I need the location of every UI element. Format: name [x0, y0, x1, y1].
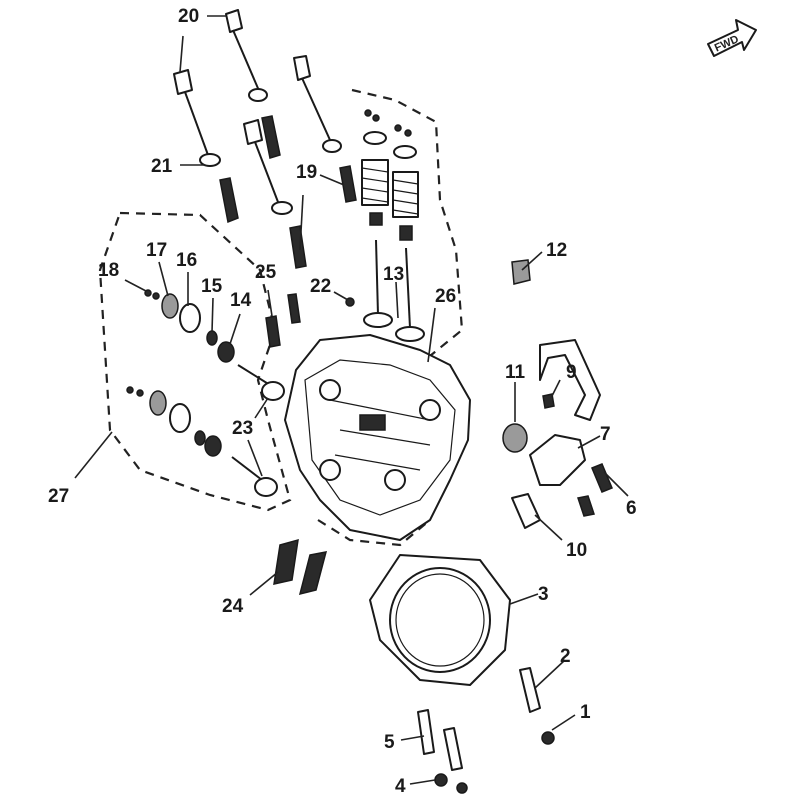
camshaft-parts — [126, 289, 355, 497]
callout-14: 14 — [230, 290, 252, 311]
leader-lines — [74, 15, 629, 785]
callout-25: 25 — [255, 262, 277, 283]
callout-24: 24 — [222, 596, 244, 617]
callout-20: 20 — [178, 6, 199, 27]
callout-4: 4 — [395, 776, 406, 797]
callout-13: 13 — [383, 264, 404, 285]
callout-21: 21 — [151, 156, 173, 177]
fwd-arrow-icon: FWD — [707, 19, 757, 57]
right-side-parts — [502, 259, 613, 529]
callout-9: 9 — [566, 362, 577, 383]
callout-19: 19 — [296, 162, 317, 183]
callout-1: 1 — [580, 702, 591, 723]
studs-and-nuts — [417, 667, 555, 794]
cylinder-head — [284, 334, 471, 541]
callout-17: 17 — [146, 240, 167, 261]
head-dashed-link — [317, 519, 431, 547]
callout-15: 15 — [201, 276, 223, 297]
callout-27: 27 — [48, 486, 69, 507]
cylinder-head-gasket — [369, 554, 511, 686]
callout-18: 18 — [98, 260, 119, 281]
callout-22: 22 — [310, 276, 331, 297]
head-bolts — [173, 9, 357, 269]
callout-11: 11 — [505, 362, 526, 383]
callout-16: 16 — [176, 250, 197, 271]
callout-6: 6 — [626, 498, 637, 519]
callout-10: 10 — [566, 540, 587, 561]
callout-23: 23 — [232, 418, 253, 439]
callout-5: 5 — [384, 732, 395, 753]
callout-2: 2 — [560, 646, 571, 667]
valve-assembly-outline — [351, 88, 464, 361]
callout-3: 3 — [538, 584, 549, 605]
camshaft-group-outline — [98, 211, 292, 512]
callout-7: 7 — [600, 424, 611, 445]
dowel-pins — [273, 538, 328, 596]
callout-26: 26 — [435, 286, 456, 307]
valve-train-parts — [361, 109, 425, 342]
callout-labels: 1 2 3 4 5 6 7 9 10 11 12 13 14 15 16 17 … — [48, 6, 637, 797]
fwd-label: FWD — [713, 33, 741, 54]
callout-12: 12 — [546, 240, 567, 261]
